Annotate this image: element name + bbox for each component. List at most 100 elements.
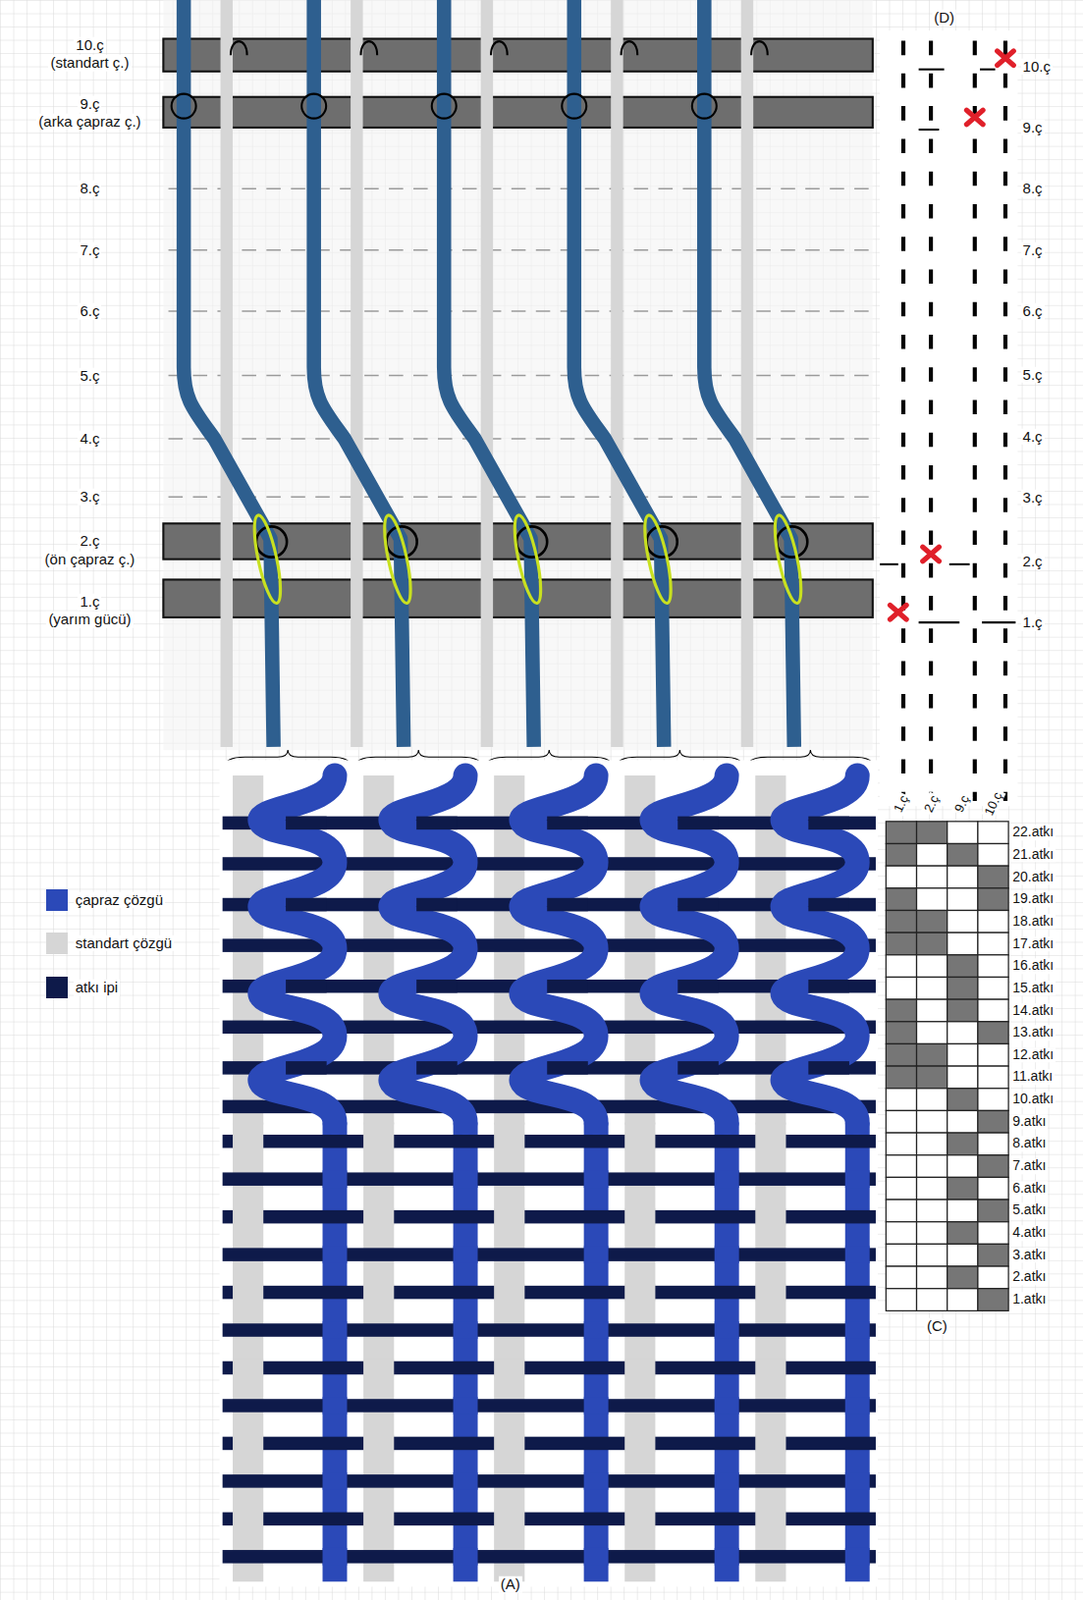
fabric-drawing (219, 759, 879, 1587)
warp-float (323, 1472, 348, 1491)
heddle-eye (751, 41, 768, 55)
plan-cell (917, 1088, 948, 1112)
crossing-warp (521, 775, 596, 1123)
warp-float (845, 1321, 870, 1340)
shaft-band (162, 97, 872, 128)
legend-text: atkı ipi (73, 979, 120, 997)
plan-cell (977, 1110, 1009, 1134)
plan-cell (947, 999, 978, 1023)
plan-cell (977, 821, 1009, 845)
row-label: 11.atkı (1010, 1070, 1055, 1085)
plan-cell (977, 1133, 1009, 1156)
plan-cell (885, 821, 917, 845)
standard-warp (610, 0, 623, 748)
warp-float (363, 1133, 394, 1151)
plan-cell (885, 910, 917, 933)
warp-float (453, 1321, 479, 1340)
warp-float (453, 1472, 479, 1491)
weft-thread (222, 1474, 876, 1489)
shaft-line (168, 437, 873, 440)
weft-thread (222, 1172, 876, 1187)
plan-cell (917, 1222, 948, 1246)
plan-cell (947, 1289, 978, 1312)
plan-cell (917, 1155, 948, 1179)
plan-cell (885, 976, 917, 1000)
weft-thread (677, 1061, 719, 1076)
plan-cell (917, 932, 948, 956)
weft-thread (546, 979, 589, 994)
shaft-label: 8.ç (77, 180, 102, 198)
plan-cell (917, 1199, 948, 1223)
warp-float (714, 1472, 740, 1491)
row-label: 17.atkı (1010, 936, 1056, 952)
shaft-label: 1.ç (1021, 614, 1045, 632)
warp-float (453, 1170, 479, 1189)
shaft-label: 3.ç (1021, 489, 1045, 507)
plan-cell (947, 821, 978, 845)
warp-float (323, 1397, 348, 1415)
warp-float (714, 1548, 740, 1567)
weft-thread (285, 898, 327, 913)
draft-panel (879, 30, 1018, 807)
warp-float (363, 1435, 394, 1454)
crossing-warp (314, 0, 404, 748)
warp-float (323, 1245, 348, 1264)
harness-drawing (162, 0, 874, 768)
weft-thread (222, 1247, 876, 1262)
plan-cell (947, 932, 978, 956)
shaft-tick (949, 563, 971, 566)
heddle-eye (561, 94, 587, 119)
crossing-warp (443, 0, 534, 748)
warp-float (493, 1284, 525, 1302)
shaft-line (168, 375, 873, 378)
shaft-label: 5.ç (1021, 366, 1045, 383)
threading-mark (922, 546, 940, 562)
warp-float (584, 1245, 609, 1264)
shaft-label: 9.ç (1021, 119, 1045, 137)
shaft-line (168, 188, 873, 191)
plan-cell (977, 999, 1009, 1023)
warp-float (232, 1208, 264, 1227)
shaft-band (162, 39, 872, 72)
weft-thread (808, 898, 850, 913)
warp-float (714, 1245, 740, 1264)
warp-float (363, 1208, 394, 1227)
shaft-tick (919, 68, 945, 71)
row-label: 7.atkı (1010, 1158, 1048, 1174)
shaft-note: (yarım gücü) (46, 611, 133, 629)
plan-cell (917, 955, 948, 978)
weft-thread (416, 1061, 458, 1076)
warp-float (755, 1359, 786, 1378)
heddle-column (901, 41, 906, 802)
shaft-label: 10.ç (73, 36, 106, 54)
plan-cell (977, 955, 1009, 978)
warp-float (323, 1548, 348, 1567)
fabric-ground (219, 759, 879, 1587)
plan-cell (885, 888, 917, 912)
column-header: 10.ç (980, 788, 1006, 820)
plan-cell (947, 910, 978, 933)
plan-cell (917, 999, 948, 1023)
heddle-column (1003, 41, 1008, 802)
warp-float (845, 1472, 870, 1491)
shaft-tick (979, 68, 996, 71)
warp-float (845, 1548, 870, 1567)
shaft-label: 7.ç (1021, 241, 1045, 259)
shaft-tick (981, 621, 1016, 624)
weft-thread (546, 1061, 589, 1076)
weft-thread (808, 1061, 850, 1076)
plan-cell (885, 932, 917, 956)
shaft-label: 2.ç (1021, 553, 1045, 571)
shaft-tick (919, 621, 961, 624)
weft-thread (285, 1061, 327, 1076)
warp-float (584, 1170, 609, 1189)
weft-thread (285, 816, 327, 831)
row-label: 16.atkı (1010, 958, 1056, 974)
shaft-line (168, 310, 873, 313)
shaft-line (168, 249, 873, 252)
weft-thread (222, 1399, 876, 1413)
plan-cell (917, 1244, 948, 1267)
plan-cell (947, 1266, 978, 1290)
warp-float (714, 1321, 740, 1340)
